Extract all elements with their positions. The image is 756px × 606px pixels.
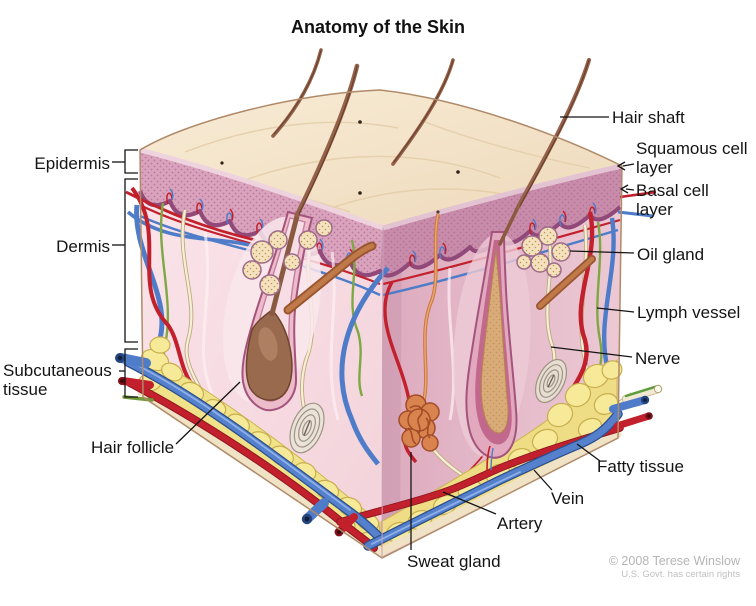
label-subcutaneous-tissue: Subcutaneous tissue [3,361,112,400]
block-outline [139,89,623,559]
leader-lines [112,116,635,550]
page-title: Anatomy of the Skin [290,17,465,37]
label-fatty-tissue: Fatty tissue [597,457,684,476]
dermis-bracket [124,178,138,343]
oil-gland-leader [569,250,635,254]
pacinian-corpuscle-front [289,402,325,454]
label-squamous-cell-layer: Squamous cell layer [636,139,748,178]
cut-vessel-stubs-bottom [301,498,358,537]
label-hair-follicle: Hair follicle [91,438,175,457]
epidermis-bracket [124,149,138,174]
label-lymph-vessel: Lymph vessel [637,303,741,322]
hair-shafts [271,48,592,218]
hair-follicle-right [465,205,520,471]
basal-arrow [619,184,629,194]
sweat-pore [436,210,440,214]
sweat-duct-highlight [423,213,439,401]
label-oil-gland: Oil gland [637,245,705,264]
vein-leader [533,469,553,491]
credit-line1: © 2008 Terese Winslow [608,554,740,568]
oil-gland-right [516,226,571,278]
label-artery: Artery [497,514,543,533]
label-vein: Vein [551,489,585,508]
label-sweat-gland: Sweat gland [407,552,501,571]
oil-gland-left [242,219,333,296]
subcutaneous-bracket [124,348,138,398]
sweat-gland [398,394,440,452]
squamous-arrow [616,161,626,171]
nerve-leader [550,346,633,358]
arrector-pili-left [283,241,377,315]
basal-cell-layer-line [138,190,622,278]
squamous-surface-strip-right [382,163,623,231]
right-face-shadow [382,223,402,558]
front-right-edge [381,227,384,559]
credit-line2: U.S. Govt. has certain rights [621,569,740,580]
label-basal-cell-layer: Basal cell layer [636,181,709,220]
hair-follicle-leader [175,381,241,445]
squamous-surface-strip [139,147,384,231]
label-dermis: Dermis [56,237,110,256]
artery-leader [442,491,497,515]
label-epidermis: Epidermis [34,154,110,173]
fatty-leader [576,443,601,462]
lymph-leader [596,307,635,313]
subcutaneous-vessels [123,357,624,552]
pacinian-corpuscle-right [534,358,568,404]
cut-vessel-stubs-right [609,384,663,430]
arrector-pili-right [536,255,596,310]
label-nerve: Nerve [635,349,681,368]
label-hair-shaft: Hair shaft [612,108,685,127]
